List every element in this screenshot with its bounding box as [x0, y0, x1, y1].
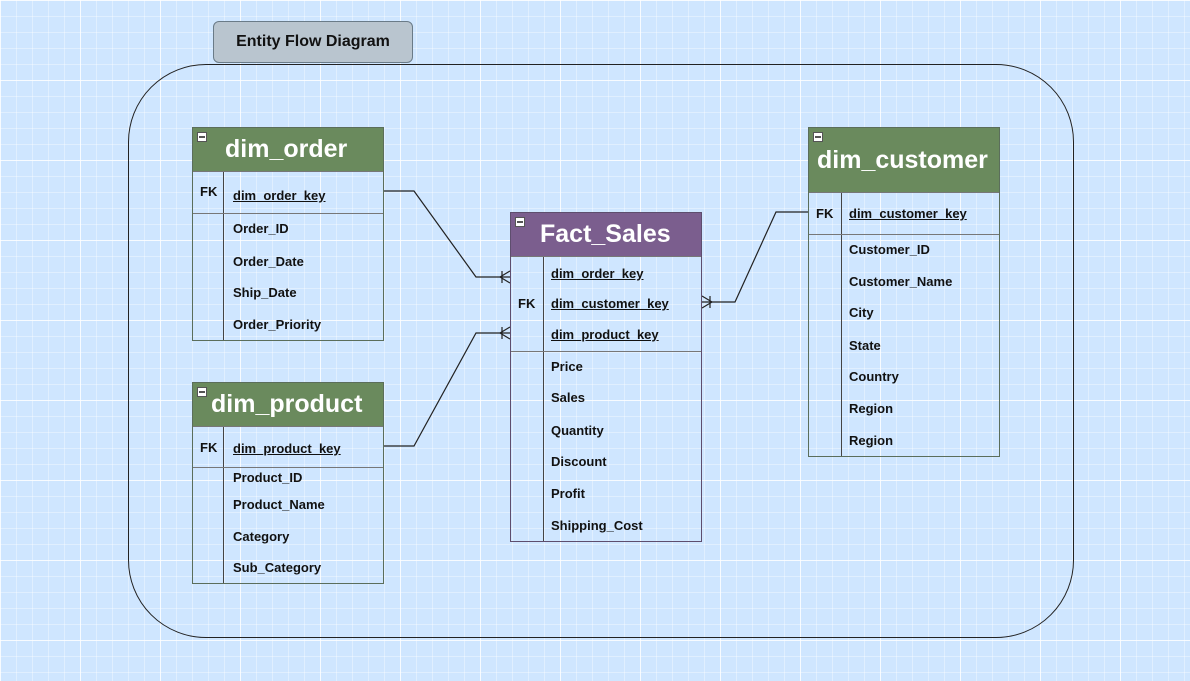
- key-field: dim_customer_key: [849, 206, 967, 221]
- entity-header[interactable]: dim_customer: [809, 128, 999, 192]
- field-item: Quantity: [551, 423, 604, 438]
- diagram-title[interactable]: Entity Flow Diagram: [213, 21, 413, 63]
- field-item: Order_ID: [233, 221, 289, 236]
- entity-header[interactable]: dim_order: [193, 128, 383, 171]
- collapse-icon[interactable]: [197, 132, 207, 142]
- field-item: Product_ID: [233, 470, 303, 485]
- entity-header[interactable]: dim_product: [193, 383, 383, 426]
- field-section: Customer_ID Customer_Name City State Cou…: [809, 234, 999, 456]
- entity-fact-sales[interactable]: Fact_Sales FK dim_order_key dim_customer…: [510, 212, 702, 542]
- key-section: FK dim_order_key dim_customer_key dim_pr…: [511, 256, 701, 351]
- key-field: dim_order_key: [233, 188, 326, 203]
- field-item: Ship_Date: [233, 285, 297, 300]
- field-item: Country: [849, 369, 899, 384]
- field-item: Customer_ID: [849, 242, 930, 257]
- field-section: Price Sales Quantity Discount Profit Shi…: [511, 351, 701, 541]
- field-item: Discount: [551, 454, 607, 469]
- field-item: Region: [849, 401, 894, 416]
- entity-dim-order[interactable]: dim_order FK dim_order_key Order_ID Orde…: [192, 127, 384, 341]
- entity-dim-product[interactable]: dim_product FK dim_product_key Product_I…: [192, 382, 384, 584]
- entity-header[interactable]: Fact_Sales: [511, 213, 701, 256]
- field-item: Order_Priority: [233, 317, 322, 332]
- field-item: Sub_Category: [233, 560, 322, 575]
- field-item: Region: [849, 433, 894, 448]
- key-field: dim_product_key: [551, 327, 659, 342]
- field-item: Customer_Name: [849, 274, 953, 289]
- field-item: Price: [551, 359, 583, 374]
- diagram-title-text: Entity Flow Diagram: [236, 33, 390, 50]
- key-section: FK dim_product_key: [193, 426, 383, 467]
- field-item: Profit: [551, 486, 585, 501]
- collapse-icon[interactable]: [197, 387, 207, 397]
- connector-product-fact: [384, 332, 510, 447]
- key-section: FK dim_customer_key: [809, 192, 999, 234]
- entity-title: dim_customer: [817, 145, 988, 174]
- key-field: dim_product_key: [233, 441, 341, 456]
- field-item: Product_Name: [233, 497, 325, 512]
- entity-title: dim_order: [225, 135, 348, 163]
- fk-label: FK: [816, 206, 834, 221]
- entity-title: Fact_Sales: [540, 220, 671, 248]
- entity-dim-customer[interactable]: dim_customer FK dim_customer_key Custome…: [808, 127, 1000, 457]
- connector-customer-fact: [702, 211, 808, 303]
- field-item: Shipping_Cost: [551, 518, 643, 533]
- field-item: Order_Date: [233, 254, 304, 269]
- fk-label: FK: [200, 184, 218, 199]
- key-field: dim_customer_key: [551, 296, 669, 311]
- field-section: Order_ID Order_Date Ship_Date Order_Prio…: [193, 213, 383, 340]
- fk-label: FK: [518, 296, 536, 311]
- collapse-icon[interactable]: [813, 132, 823, 142]
- field-item: City: [849, 305, 874, 320]
- entity-title: dim_product: [211, 390, 363, 418]
- diagram-container: [128, 64, 1074, 638]
- fk-label: FK: [200, 440, 218, 455]
- field-section: Product_ID Product_Name Category Sub_Cat…: [193, 467, 383, 583]
- key-field: dim_order_key: [551, 266, 644, 281]
- field-item: State: [849, 338, 881, 353]
- key-section: FK dim_order_key: [193, 171, 383, 213]
- collapse-icon[interactable]: [515, 217, 525, 227]
- field-item: Sales: [551, 390, 585, 405]
- connector-order-fact: [384, 190, 510, 278]
- field-item: Category: [233, 529, 290, 544]
